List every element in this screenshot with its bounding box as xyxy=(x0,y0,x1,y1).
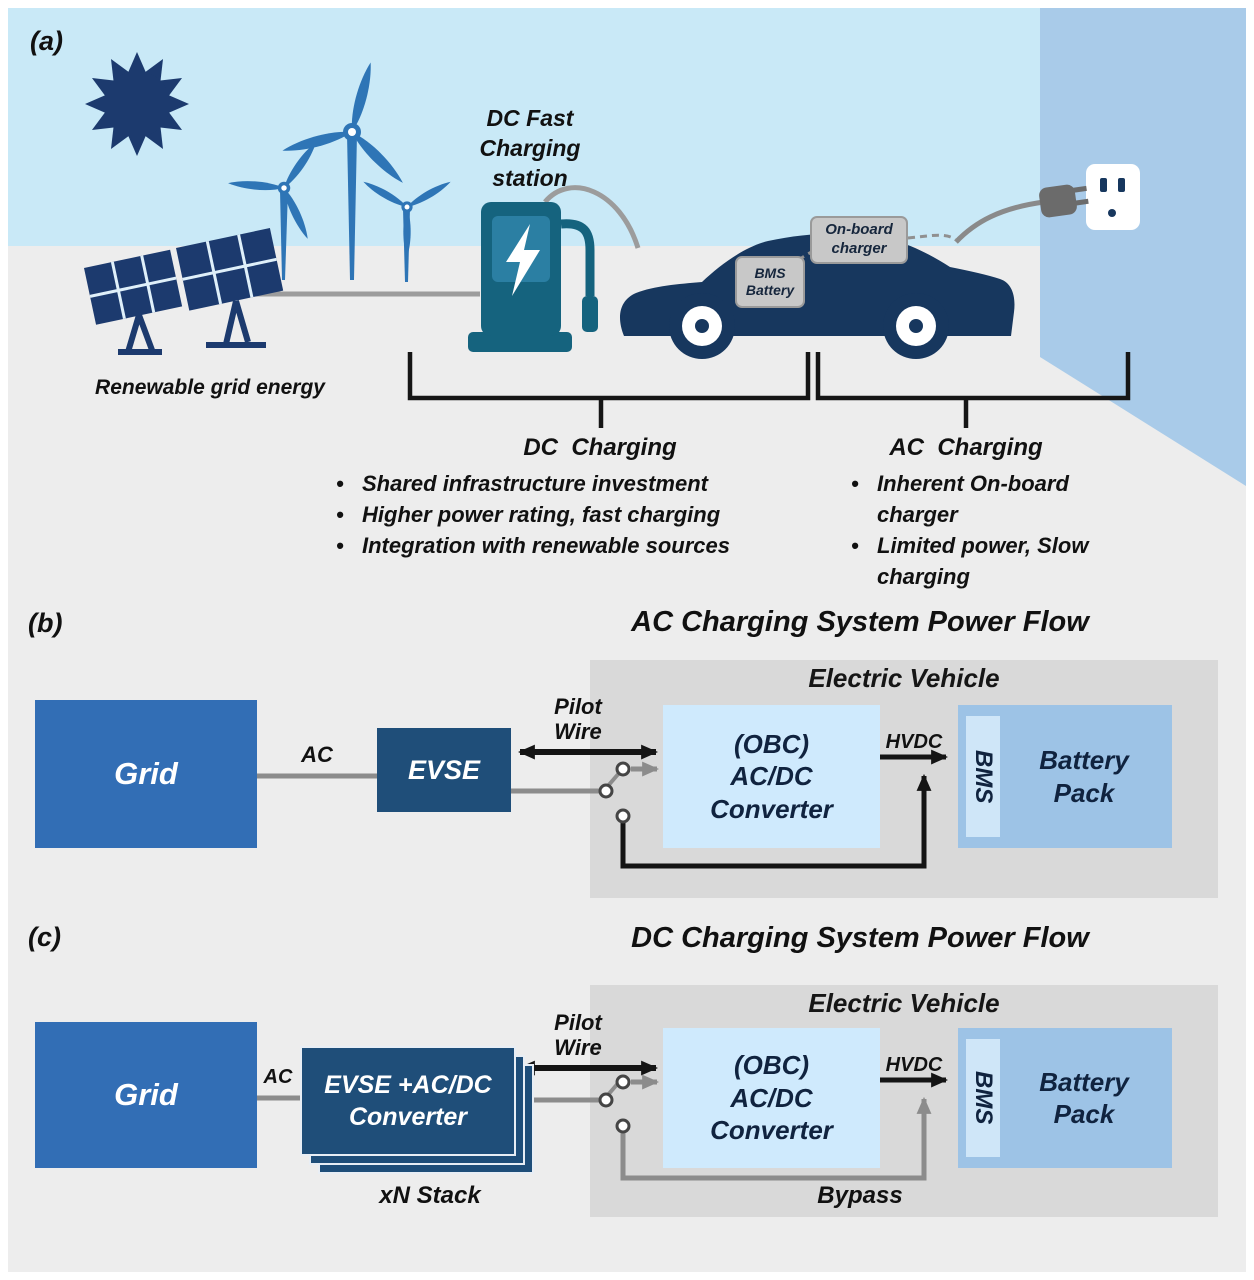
panel-a-label: (a) xyxy=(30,26,63,56)
switch-contact-icon xyxy=(598,1092,614,1108)
battery-pack-label-b: Battery Pack xyxy=(1039,745,1129,808)
bullet-item: Higher power rating, fast charging xyxy=(330,499,830,530)
battery-pack-box-b: BMS Battery Pack xyxy=(958,705,1172,848)
dc-charging-bullets: Shared infrastructure investmentHigher p… xyxy=(330,468,830,561)
ev-car-icon xyxy=(620,233,1015,359)
dc-loop-b xyxy=(620,773,932,869)
ev-title-c: Electric Vehicle xyxy=(808,988,1000,1018)
wind-turbine-icon xyxy=(228,62,451,282)
grid-box-c: Grid xyxy=(35,1022,257,1168)
bypass-loop-c xyxy=(620,1096,932,1181)
battery-pack-box-c: BMS Battery Pack xyxy=(958,1028,1172,1168)
sun-icon xyxy=(85,52,189,156)
switch-contact-icon xyxy=(615,1118,631,1134)
wiring-c xyxy=(257,1060,949,1181)
panel-c-label: (c) xyxy=(28,922,61,952)
pilot-wire-label-b: Pilot Wire xyxy=(554,694,602,744)
pilot-wire-label-c: Pilot Wire xyxy=(554,1010,602,1060)
bms-strip-b: BMS xyxy=(966,716,1000,837)
switch-contact-icon xyxy=(615,1074,631,1090)
station-label: DC Fast Charging station xyxy=(479,105,581,191)
obc-box-b: (OBC) AC/DC Converter xyxy=(663,705,880,848)
bullet-item: Shared infrastructure investment xyxy=(330,468,830,499)
ac-label-b: AC xyxy=(301,742,333,767)
onboard-charger-tag: On-board charger xyxy=(810,216,908,264)
power-plug-icon xyxy=(954,184,1089,244)
ac-charging-bullets: Inherent On-board chargerLimited power, … xyxy=(845,468,1145,592)
ac-charging-title: AC Charging xyxy=(889,434,1043,461)
hvdc-label-c: HVDC xyxy=(885,1054,943,1076)
bullet-item: Limited power, Slow charging xyxy=(845,530,1145,592)
charging-station-icon xyxy=(468,202,598,352)
hvdc-label-b: HVDC xyxy=(885,731,943,753)
switch-contact-icon xyxy=(598,783,614,799)
panel-b-title: AC Charging System Power Flow xyxy=(631,606,1089,638)
bypass-label: Bypass xyxy=(817,1182,903,1209)
evse-box-b: EVSE xyxy=(377,728,511,812)
evse-converter-box-c: EVSE +AC/DC Converter xyxy=(300,1046,516,1156)
dc-charging-brace xyxy=(407,352,811,428)
obc-box-c: (OBC) AC/DC Converter xyxy=(663,1028,880,1168)
switch-contact-icon xyxy=(615,761,631,777)
grid-box-b: Grid xyxy=(35,700,257,848)
wall-outlet-icon xyxy=(1086,164,1140,230)
switch-contact-icon xyxy=(615,808,631,824)
bullet-item: Inherent On-board charger xyxy=(845,468,1145,530)
ac-label-c: AC xyxy=(263,1066,293,1088)
battery-pack-label-c: Battery Pack xyxy=(1039,1066,1129,1130)
dc-charging-title: DC Charging xyxy=(523,434,677,461)
wiring-b xyxy=(257,744,949,869)
solar-panel-icon xyxy=(84,228,284,355)
bms-battery-tag: BMS Battery xyxy=(735,256,805,308)
ac-charging-brace xyxy=(815,352,1131,428)
renewable-label: Renewable grid energy xyxy=(95,376,325,399)
bms-strip-c: BMS xyxy=(966,1039,1000,1157)
panel-c-title: DC Charging System Power Flow xyxy=(631,922,1089,954)
ev-title-b: Electric Vehicle xyxy=(808,663,1000,693)
bullet-item: Integration with renewable sources xyxy=(330,530,830,561)
charging-cable xyxy=(543,185,641,249)
xn-stack-label: xN Stack xyxy=(379,1182,481,1209)
panel-b-label: (b) xyxy=(28,608,63,638)
